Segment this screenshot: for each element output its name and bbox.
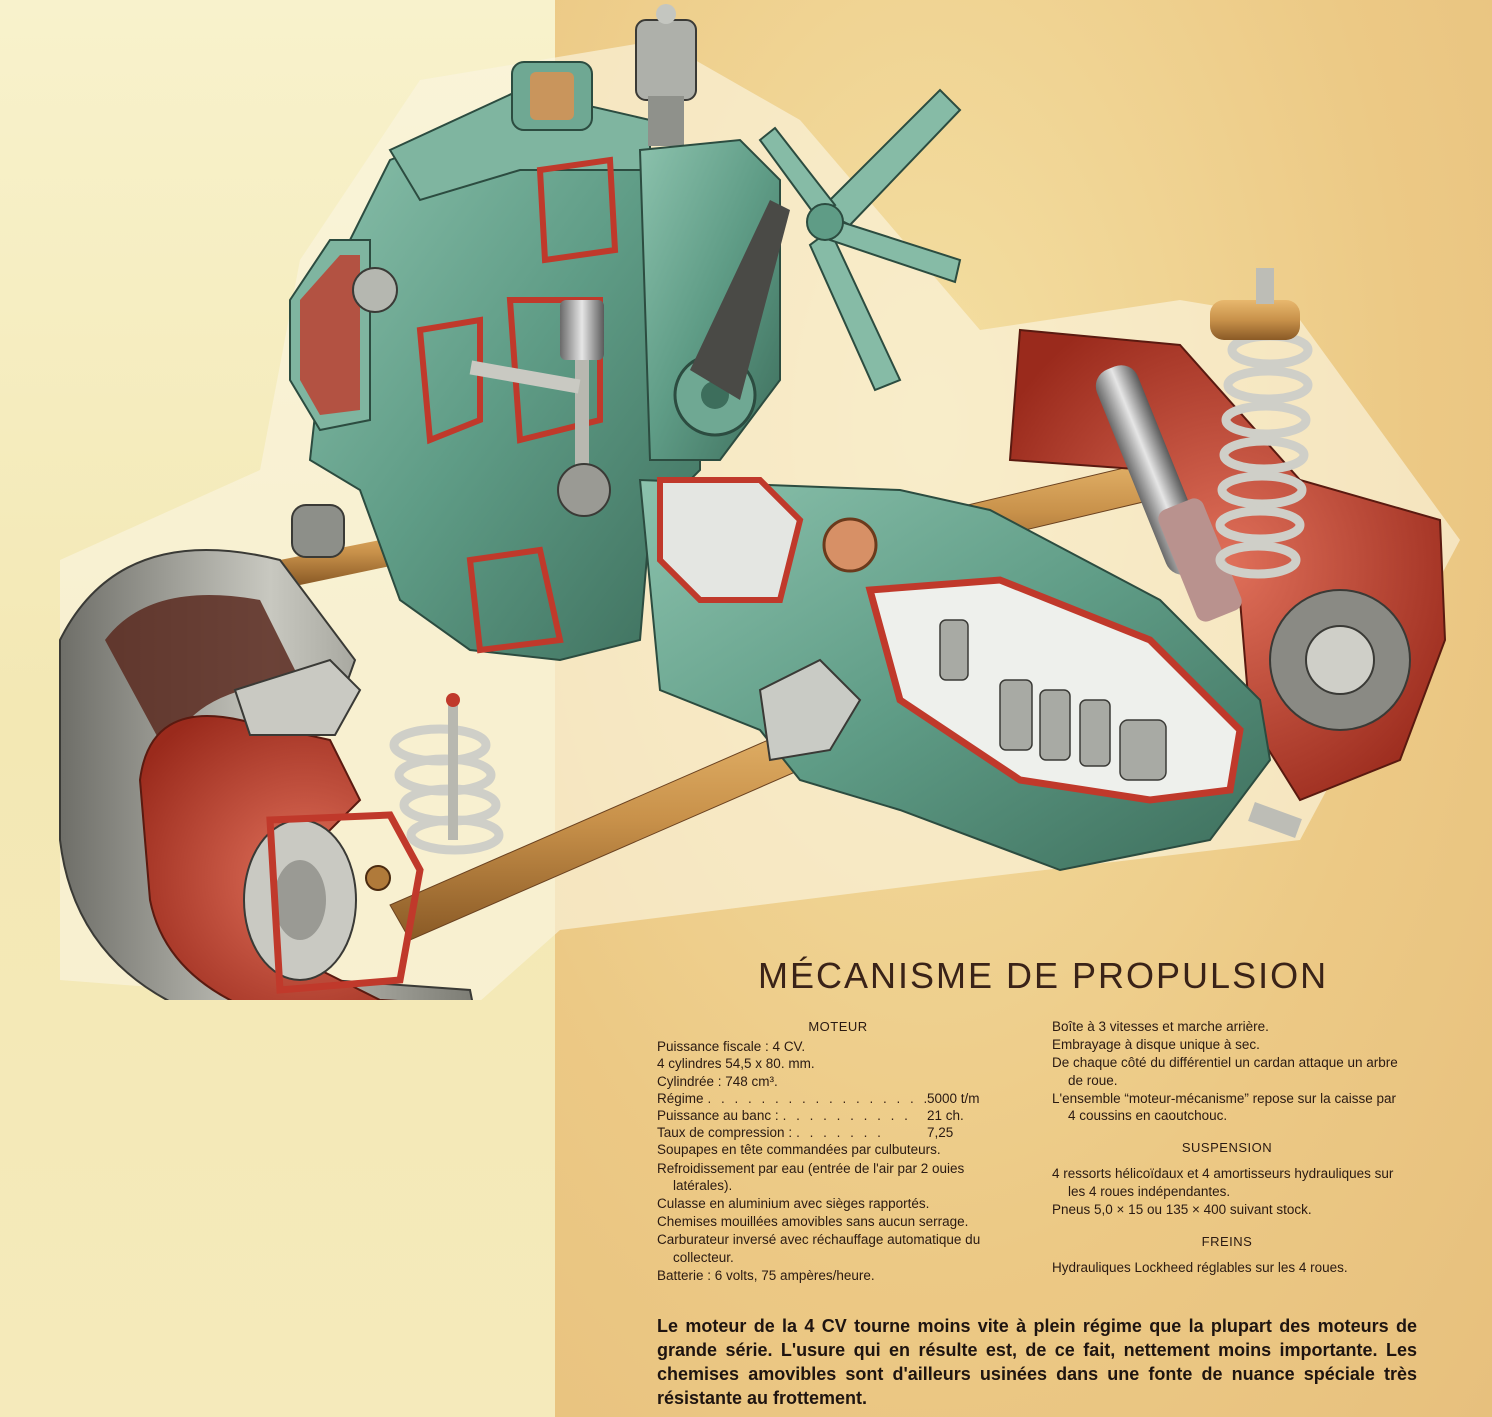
clutch-cutaway [657,477,804,603]
spec-line: Cylindrée : 748 cm³. [657,1073,778,1089]
brake-line-fitting [365,865,391,891]
freins-heading: FREINS [1201,1234,1253,1250]
spec-item: Refroidissement par eau (entrée de l'air… [657,1160,965,1193]
spec-value: 7,25 [927,1125,954,1141]
transmission-column: Boîte à 3 vitesses et marche arrière. Em… [1052,1018,1402,1277]
spec-item: De chaque côté du différentiel un cardan… [1052,1055,1398,1088]
right-shock-absorber [1095,365,1242,622]
differential [758,658,862,762]
spec-item: Chemises mouillées amovibles sans aucun … [657,1214,969,1230]
output-shaft [1248,802,1302,838]
spec-value: 5000 t/m [927,1090,980,1106]
spec-item: Embrayage à disque unique à sec. [1052,1037,1260,1053]
connecting-rod [575,360,589,480]
fuel-pump [352,267,398,313]
spec-label: Régime [657,1090,704,1106]
moteur-heading: MOTEUR [808,1019,868,1034]
spec-item: Boîte à 3 vitesses et marche arrière. [1052,1019,1269,1034]
piston [560,300,604,360]
leader-dots: . . . . . . . . . . [782,1108,911,1124]
spec-item: Carburateur inversé avec réchauffage aut… [657,1232,981,1265]
spec-value: 21 ch. [927,1108,964,1124]
fender-steel [233,658,362,736]
gears [939,619,1167,781]
spring-bolt [1256,268,1274,304]
spec-item: 4 ressorts hélicoïdaux et 4 amortisseurs… [1052,1166,1394,1199]
spec-item: L'ensemble “moteur-mécanisme” repose sur… [1052,1090,1396,1124]
tube-flange [822,517,878,573]
spec-row-regime: Régime . . . . . . . . . . . . . . . . .… [657,1090,1019,1107]
spec-item: Pneus 5,0 × 15 ou 135 × 400 suivant stoc… [1052,1201,1312,1217]
spec-line: Puissance fiscale : 4 CV. [657,1039,806,1055]
radiator-fan [758,88,962,392]
moteur-column: MOTEUR Puissance fiscale : 4 CV. 4 cylin… [657,1018,1019,1285]
spec-row-compression: Taux de compression : . . . . . . . 7,25 [657,1124,1019,1141]
spring-top-mount [1210,300,1300,340]
engine-mount [291,504,345,558]
front-hub [243,811,424,994]
spec-label: Taux de compression : [657,1125,793,1141]
fan-belt [690,200,790,400]
leader-dots: . . . . . . . [796,1125,884,1141]
front-spring-rod [448,700,458,840]
lead-paragraph: Le moteur de la 4 CV tourne moins vite à… [657,1316,1417,1408]
leader-dots: . . . . . . . . . . . . . . . . . . . . [707,1090,927,1106]
spec-item: Soupapes en tête commandées par culbuteu… [657,1142,941,1158]
powertrain-cutaway-illustration [59,4,1460,1000]
carburettor [635,4,697,146]
spec-row-puissance: Puissance au banc : . . . . . . . . . . … [657,1107,1019,1124]
spec-item: Batterie : 6 volts, 75 ampères/heure. [657,1267,875,1283]
crankshaft [557,463,611,517]
spec-item: Hydrauliques Lockheed réglables sur les … [1052,1260,1348,1276]
spec-line: 4 cylindres 54,5 x 80. mm. [657,1056,815,1072]
page-title: MÉCANISME DE PROPULSION [758,955,1329,996]
spec-item: Culasse en aluminium avec sièges rapport… [657,1196,930,1212]
suspension-heading: SUSPENSION [1181,1140,1273,1156]
spec-label: Puissance au banc : [657,1108,779,1124]
camshaft [469,360,581,394]
